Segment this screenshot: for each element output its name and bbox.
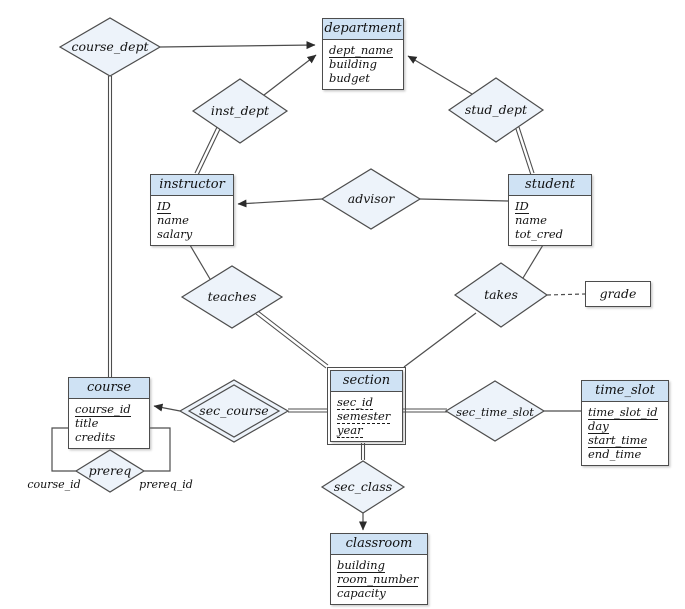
entity-attributes: sec_id semester year	[331, 392, 402, 441]
entity-student: student ID name tot_cred	[508, 174, 592, 246]
connector-stud_dept-department	[407, 55, 473, 95]
entity-header: instructor	[151, 175, 233, 196]
connector-stud_dept-student-double	[518, 126, 535, 174]
entity-attribute: ID	[515, 199, 529, 214]
entity-classroom: classroom building room_number capacity	[330, 533, 428, 605]
entity-attribute: building	[329, 57, 377, 71]
connector-takes-section	[403, 312, 477, 368]
entity-header: section	[331, 371, 402, 392]
relationship-shape-sec_class	[320, 460, 406, 514]
entity-attribute: tot_cred	[515, 227, 564, 241]
entity-attribute: building	[337, 558, 385, 573]
role-label-course_id: course_id	[27, 478, 81, 491]
entity-header: classroom	[331, 534, 427, 555]
connector-sec_course-course	[153, 403, 181, 412]
connector-prereq-course_id	[51, 427, 76, 472]
relationship-label-advisor: advisor	[347, 191, 395, 206]
entity-header: department	[323, 19, 403, 40]
connector-teaches-section-double	[257, 310, 329, 366]
connector-advisor-instructor	[237, 198, 323, 208]
entity-attribute: budget	[329, 71, 370, 85]
connector-stud_dept-student-double	[515, 128, 532, 176]
entity-attribute: day	[588, 419, 609, 434]
entity-attribute: sec_id	[337, 395, 373, 410]
connector-inst_dept-department	[263, 54, 317, 96]
entity-section: section sec_id semester year	[327, 367, 406, 445]
relationship-shape-takes	[453, 262, 549, 328]
attribute-box-grade: grade	[585, 281, 651, 307]
entity-attributes: dept_name building budget	[323, 40, 403, 89]
entity-instructor: instructor ID name salary	[150, 174, 234, 246]
connector-advisor-student	[419, 198, 509, 202]
entity-time_slot: time_slot time_slot_id day start_time en…	[581, 380, 669, 466]
entity-attribute: salary	[157, 227, 193, 241]
relationship-label-sec_course: sec_course	[199, 403, 269, 418]
connector-instructor-inst_dept-double	[194, 124, 219, 174]
entity-header: course	[69, 378, 149, 399]
entity-attribute: title	[75, 416, 99, 430]
relationship-shape-inst_dept	[191, 78, 289, 144]
connector-takes-grade-dashed	[546, 293, 586, 296]
relationship-shape-advisor	[320, 168, 422, 230]
entity-attribute: start_time	[588, 433, 648, 448]
relationship-shape-teaches	[180, 265, 284, 329]
relationship-label-sec_time_slot: sec_time_slot	[456, 405, 534, 419]
relationship-shape-course_dept	[58, 17, 162, 77]
role-label-prereq_id: prereq_id	[139, 478, 193, 491]
entity-header: time_slot	[582, 381, 668, 402]
relationship-shape-prereq	[74, 449, 146, 493]
connector-student-takes	[522, 239, 547, 279]
connector-teaches-section-double	[255, 313, 327, 369]
entity-attributes: time_slot_id day start_time end_time	[582, 402, 668, 465]
entity-attributes: course_id title credits	[69, 399, 149, 448]
entity-department: department dept_name building budget	[322, 18, 404, 90]
relationship-label-inst_dept: inst_dept	[210, 103, 270, 118]
entity-attribute: name	[157, 213, 189, 227]
entity-attribute: course_id	[75, 402, 131, 417]
entity-attribute: ID	[157, 199, 171, 214]
double-connectors	[107, 76, 535, 460]
entity-attribute: capacity	[337, 586, 386, 600]
relationship-label-takes: takes	[484, 287, 518, 302]
entity-attributes: building room_number capacity	[331, 555, 427, 604]
entity-attribute: dept_name	[329, 43, 393, 58]
relationship-label-teaches: teaches	[207, 289, 257, 304]
relationship-label-sec_class: sec_class	[333, 479, 393, 494]
connector-instructor-teaches	[186, 239, 211, 280]
entity-attribute: semester	[337, 409, 391, 424]
relationship-shape-stud_dept	[447, 77, 545, 143]
relationship-shape-sec_course-outer	[178, 379, 290, 443]
entity-attribute: year	[337, 423, 363, 438]
relationship-label-prereq: prereq	[88, 463, 132, 478]
entity-attribute: time_slot_id	[588, 405, 658, 420]
connector-course_dept-department	[159, 41, 316, 50]
entity-attributes: ID name tot_cred	[509, 196, 591, 245]
entity-attributes: ID name salary	[151, 196, 233, 245]
relationship-shape-sec_course-inner	[187, 384, 281, 438]
entity-attribute: credits	[75, 430, 116, 444]
entity-course: course course_id title credits	[68, 377, 150, 449]
relationship-shape-sec_time_slot	[444, 380, 546, 442]
entity-attribute: end_time	[588, 447, 642, 461]
connector-prereq-prereq_id	[144, 427, 171, 472]
connector-instructor-inst_dept-double	[197, 126, 222, 176]
entity-attribute: name	[515, 213, 547, 227]
relationship-label-stud_dept: stud_dept	[464, 102, 528, 117]
entity-header: student	[509, 175, 591, 196]
relationship-label-course_dept: course_dept	[71, 39, 149, 54]
entity-attribute: room_number	[337, 572, 419, 587]
